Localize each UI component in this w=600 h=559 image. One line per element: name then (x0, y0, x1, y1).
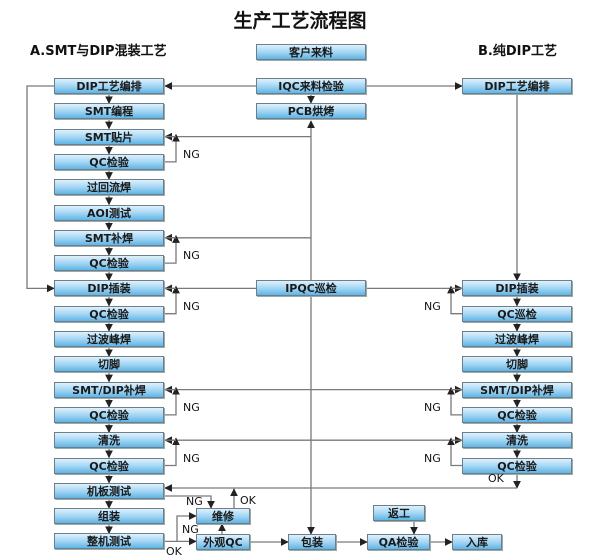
ok-label: OK (488, 472, 504, 485)
ng-label: NG (186, 495, 203, 508)
left-step-box: 组装 (54, 508, 164, 525)
connector-line (447, 285, 462, 315)
section-b-title: B.纯DIP工艺 (478, 44, 558, 59)
visual-qc-box: 外观QC (196, 534, 250, 550)
ng-label: NG (424, 400, 441, 414)
left-step-box: QC检验 (54, 305, 164, 322)
right-step-box: QC巡检 (462, 305, 572, 322)
left-step-box: DIP插装 (54, 280, 164, 297)
left-step-box: SMT/DIP补焊 (54, 381, 164, 398)
connector-line (164, 495, 215, 509)
connector-line (164, 235, 180, 264)
left-step-box: 过波峰焊 (54, 331, 164, 347)
left-step-box: SMT编程 (54, 103, 164, 120)
customer-material-box: 客户来料 (256, 44, 366, 60)
left-step-box: 机板测试 (54, 482, 164, 499)
ng-label: NG (183, 299, 200, 313)
right-step-box: QC检验 (462, 457, 572, 474)
left-step-box: 清洗 (54, 432, 164, 449)
qa-inspection-box: QA检验 (367, 534, 430, 550)
connector-line (164, 133, 180, 163)
left-step-box: 切脚 (54, 356, 164, 373)
left-step-box: QC检验 (54, 153, 164, 170)
connector-line (447, 437, 462, 467)
ng-label: NG (424, 451, 441, 465)
left-step-box: QC检验 (54, 406, 164, 423)
diagram-title: 生产工艺流程图 (233, 10, 367, 32)
ng-label: NG (183, 249, 200, 263)
right-step-box: DIP工艺编排 (462, 78, 572, 94)
warehouse-box: 入库 (452, 534, 502, 550)
ng-label: NG (183, 400, 200, 414)
connector-line (176, 512, 197, 542)
ng-label: NG (182, 523, 199, 536)
ng-label: NG (424, 299, 441, 313)
right-step-box: QC检验 (462, 406, 572, 423)
rework-box: 返工 (373, 505, 425, 521)
left-step-box: SMT贴片 (54, 128, 164, 145)
left-step-box: QC检验 (54, 457, 164, 474)
ng-label: NG (183, 147, 200, 161)
left-step-box: AOI测试 (54, 204, 164, 221)
right-step-box: 清洗 (462, 432, 572, 449)
connector-line (447, 386, 462, 416)
packing-box: 包装 (288, 534, 336, 550)
connector-line (164, 386, 180, 416)
ok-label: OK (166, 545, 182, 558)
ok-label: OK (240, 494, 256, 507)
iqc-inspection-box: IQC来料检验 (256, 78, 366, 94)
section-a-title: A.SMT与DIP混装工艺 (30, 44, 167, 59)
left-step-box: 整机测试 (54, 533, 164, 550)
left-step-box: SMT补焊 (54, 229, 164, 246)
connector-line (26, 85, 55, 293)
connector-line (164, 437, 180, 467)
left-step-box: DIP工艺编排 (54, 78, 164, 94)
right-step-box: SMT/DIP补焊 (462, 381, 572, 398)
connector-line (164, 285, 180, 315)
left-step-box: QC检验 (54, 255, 164, 272)
right-step-box: 过波峰焊 (462, 331, 572, 347)
right-step-box: 切脚 (462, 356, 572, 373)
right-step-box: DIP插装 (462, 280, 572, 297)
repair-box: 维修 (196, 508, 250, 524)
ipqc-patrol-box: IPQC巡检 (256, 280, 366, 297)
pcb-baking-box: PCB烘烤 (256, 103, 366, 119)
ng-label: NG (183, 451, 200, 465)
left-step-box: 过回流焊 (54, 179, 164, 196)
